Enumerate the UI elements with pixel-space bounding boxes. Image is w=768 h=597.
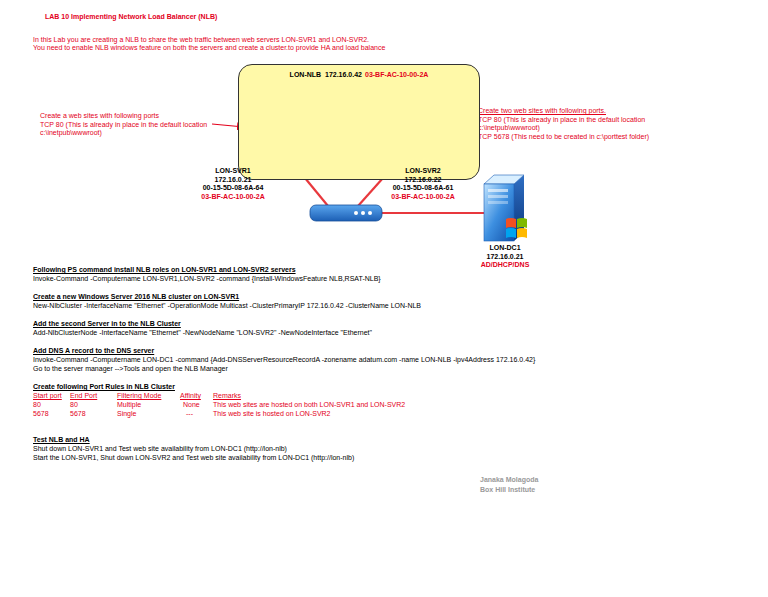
command-text: New-NlbCluster -InterfaceName "Ethernet"… (33, 302, 421, 311)
note-text: Start the LON-SVR1, Shut down LON-SVR2 a… (33, 454, 354, 463)
command-text: Add-NlbClusterNode -InterfaceName "Ether… (33, 329, 372, 338)
callout-text: TCP 80 (This is already in place in the … (478, 116, 650, 133)
callout-text: Create a web sites with following ports (40, 112, 159, 121)
table-cell: 5678 (70, 410, 86, 419)
callout-text: TCP 80 (This is already in place in the … (40, 121, 212, 138)
author-credit: Box Hill Institute (480, 486, 535, 495)
table-header: Affinity (180, 392, 201, 401)
table-cell: This web site is hosted on LON-SVR2 (213, 410, 331, 419)
table-cell: --- (186, 410, 193, 419)
cluster-heading: 03-BF-AC-10-00-2A (365, 71, 428, 78)
table-header: End Port (70, 392, 97, 401)
server-icon (484, 175, 527, 241)
callout-text: Create two web sites with following port… (478, 107, 606, 116)
intro-text: In this Lab you are creating a NLB to sh… (33, 36, 369, 45)
switch-icon (310, 205, 382, 221)
section-heading: Test NLB and HA (33, 436, 90, 445)
section-heading: Create a new Windows Server 2016 NLB clu… (33, 293, 239, 302)
table-cell: 80 (70, 401, 78, 410)
table-cell: None (183, 401, 200, 410)
table-header: Remarks (213, 392, 241, 401)
table-cell: 5678 (33, 410, 49, 419)
callout-text: TCP 5678 (This need to be created in c:\… (478, 133, 649, 142)
command-text: Invoke-Command -Computername LON-SVR1,LO… (33, 275, 381, 284)
server-info: 172.16.0.22 (384, 176, 462, 185)
table-cell: Single (117, 410, 136, 419)
cluster-box: LON-NLB 172.16.0.4203-BF-AC-10-00-2ALON-… (238, 64, 480, 180)
server-info: 172.16.0.21 (466, 253, 544, 262)
author-credit: Janaka Molagoda (480, 476, 538, 485)
cluster-heading: LON-NLB 172.16.0.4203-BF-AC-10-00-2A (239, 71, 479, 80)
intro-text: You need to enable NLB windows feature o… (33, 44, 385, 53)
command-text: Invoke-Command -Computername LON-DC1 -co… (33, 356, 535, 365)
server-label: LON-SVR1172.16.0.2100-15-5D-08-6A-6403-B… (194, 167, 272, 201)
table-cell: This web sites are hosted on both LON-SV… (213, 401, 405, 410)
server-info: 03-BF-AC-10-00-2A (384, 193, 462, 202)
table-header: Start port (33, 392, 62, 401)
server-label: LON-DC1172.16.0.21AD/DHCP/DNS (466, 244, 544, 270)
section-heading: Following PS command install NLB roles o… (33, 266, 296, 275)
table-cell: 80 (33, 401, 41, 410)
server-info: 172.16.0.21 (194, 176, 272, 185)
server-info: 03-BF-AC-10-00-2A (194, 193, 272, 202)
server-label: LON-SVR2172.16.0.2200-15-5D-08-6A-6103-B… (384, 167, 462, 201)
table-header: Filtering Mode (117, 392, 161, 401)
table-cell: Multiple (117, 401, 141, 410)
server-info: LON-SVR1 (194, 167, 272, 176)
diagram-title: LAB 10 Implementing Network Load Balance… (45, 13, 217, 22)
section-heading: Create following Port Rules in NLB Clust… (33, 383, 175, 392)
note-text: Shut down LON-SVR1 and Test web site ava… (33, 445, 287, 454)
cluster-heading: LON-NLB 172.16.0.42 (290, 71, 362, 78)
section-heading: Add DNS A record to the DNS server (33, 347, 154, 356)
server-info: 00-15-5D-08-6A-61 (384, 184, 462, 193)
server-info: LON-DC1 (466, 244, 544, 253)
server-info: AD/DHCP/DNS (466, 261, 544, 270)
note-text: Go to the server manager -->Tools and op… (33, 365, 228, 374)
server-info: 00-15-5D-08-6A-64 (194, 184, 272, 193)
server-info: LON-SVR2 (384, 167, 462, 176)
section-heading: Add the second Server in to the NLB Clus… (33, 320, 181, 329)
